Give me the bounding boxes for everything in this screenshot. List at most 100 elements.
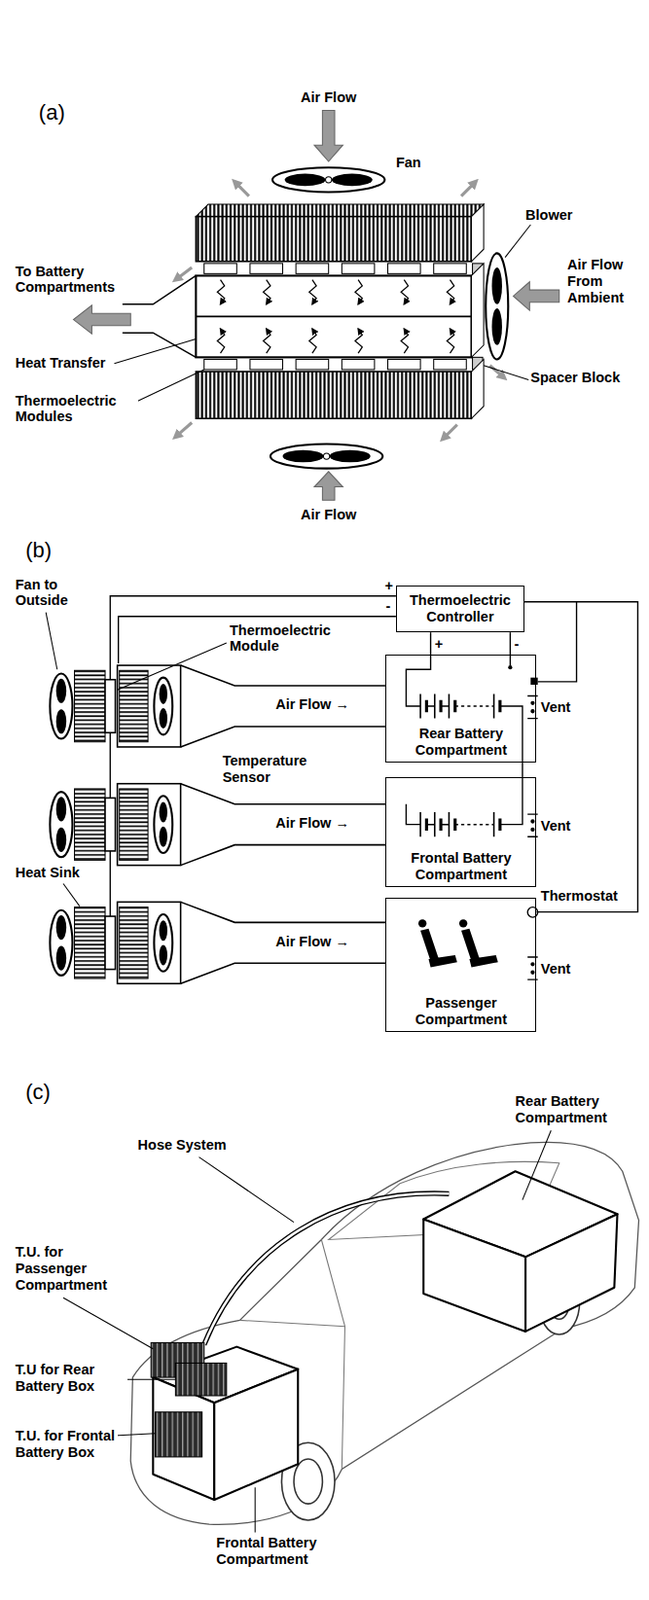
polarity-sign: - [385, 598, 391, 615]
node-text: Thermoelectric Controller [400, 592, 520, 625]
thermoelectric-unit [150, 1342, 227, 1457]
fan-symbol [285, 174, 326, 187]
blower-symbol [491, 267, 502, 305]
heat-transfer-arrow [355, 280, 362, 305]
exhaust-arrow [461, 181, 476, 197]
fan-symbol [323, 453, 329, 460]
battery-wire [509, 655, 511, 666]
vent-label: Vent [540, 818, 572, 835]
polarity-sign: + [384, 577, 393, 595]
heat-transfer-arrow [400, 328, 408, 354]
vent-symbol [531, 971, 535, 974]
flow-label: Air Flow [300, 506, 357, 524]
part-label: Thermoelectric Modules [15, 393, 139, 426]
flow-label: Air Flow → [275, 815, 350, 832]
heat-transfer-arrow [216, 280, 224, 305]
panel-letter: (a) [38, 100, 66, 125]
thermoelectric-module [388, 359, 422, 369]
heat-transfer-arrow [309, 328, 317, 354]
exhaust-arrow [175, 267, 192, 281]
leader-line [63, 1298, 153, 1349]
heat-transfer-arrow [355, 328, 362, 354]
leader-line [45, 612, 58, 671]
heat-transfer-arrow [309, 280, 317, 305]
leader-line [113, 338, 196, 363]
vent-symbol [531, 710, 535, 714]
thermoelectric-module [295, 359, 329, 369]
battery-symbol [420, 812, 501, 837]
seat-icon [459, 919, 468, 928]
battery-box [423, 1220, 526, 1333]
part-label: T.U. for Passenger Compartment [15, 1244, 128, 1294]
leader-line [117, 643, 227, 690]
part-label: Rear Battery Compartment [515, 1093, 639, 1126]
flow-label: Air Flow → [275, 934, 350, 951]
vent-label: Vent [540, 961, 572, 978]
thermoelectric-module [250, 263, 284, 274]
seat-icon [461, 929, 499, 969]
thermoelectric-assembly [73, 110, 560, 502]
exhaust-arrow [442, 425, 458, 440]
thermoelectric-module [295, 263, 329, 274]
panel-letter: (c) [25, 1080, 51, 1105]
battery-box [525, 1214, 617, 1333]
leader-line [63, 883, 80, 906]
airflow-arrow [314, 471, 343, 501]
vent-symbol [531, 701, 535, 705]
part-label: T.U for Rear Battery Box [15, 1362, 128, 1395]
thermoelectric-unit [175, 1363, 226, 1397]
thermoelectric-module [250, 359, 284, 369]
fan-symbol [329, 450, 371, 464]
flow-label: Air Flow → [275, 696, 350, 714]
fan-symbol [331, 174, 373, 187]
blower-symbol [485, 252, 508, 360]
hose [204, 1193, 450, 1346]
controller-box: Thermoelectric Controller [396, 585, 525, 633]
power-wire [538, 602, 577, 683]
node-text: Passenger Compartment [390, 995, 532, 1028]
battery-wire [405, 804, 421, 826]
seat-icon [418, 919, 499, 968]
airflow-arrow [73, 305, 132, 334]
hose [204, 1193, 450, 1346]
air-channel [471, 263, 485, 358]
air-channel [195, 275, 471, 358]
leader-line [522, 1130, 551, 1200]
vent-symbol [531, 963, 535, 967]
vent-label: Vent [540, 699, 572, 717]
hose [204, 1193, 450, 1346]
wire-connector [430, 632, 432, 655]
thermoelectric-module [433, 263, 468, 274]
vent-symbol [531, 828, 535, 831]
leader-line [483, 365, 529, 381]
node-text: Rear Battery Compartment [390, 725, 532, 758]
battery-box [423, 1171, 617, 1333]
flow-label: Air Flow From Ambient [567, 256, 646, 306]
heat-sink [195, 371, 471, 419]
node-text: Frontal Battery Compartment [390, 850, 532, 883]
heat-transfer-arrow [216, 280, 454, 355]
exhaust-arrow [175, 422, 192, 437]
compartment-box: Frontal Battery Compartment [385, 777, 537, 888]
seat-icon [418, 919, 427, 928]
fan-symbol [283, 450, 325, 464]
leader-line [63, 1130, 551, 1533]
airflow-arrow [314, 110, 343, 162]
leader-line [254, 1487, 256, 1533]
heat-transfer-arrow [446, 280, 454, 305]
wire-connector [509, 632, 511, 655]
exhaust-arrow [175, 181, 505, 439]
heat-sink [195, 204, 484, 262]
temperature-sensor [530, 678, 538, 686]
compartment-box: Passenger Compartment [385, 898, 537, 1033]
airflow-arrow [513, 282, 560, 311]
part-label: Thermoelectric Module [229, 622, 362, 655]
heat-transfer-arrow [400, 280, 408, 305]
flow-label: Air Flow [300, 89, 357, 107]
part-label: Hose System [138, 1137, 227, 1154]
leader-line [113, 224, 531, 409]
thermoelectric-module [204, 263, 238, 274]
part-label: Blower [525, 207, 573, 224]
